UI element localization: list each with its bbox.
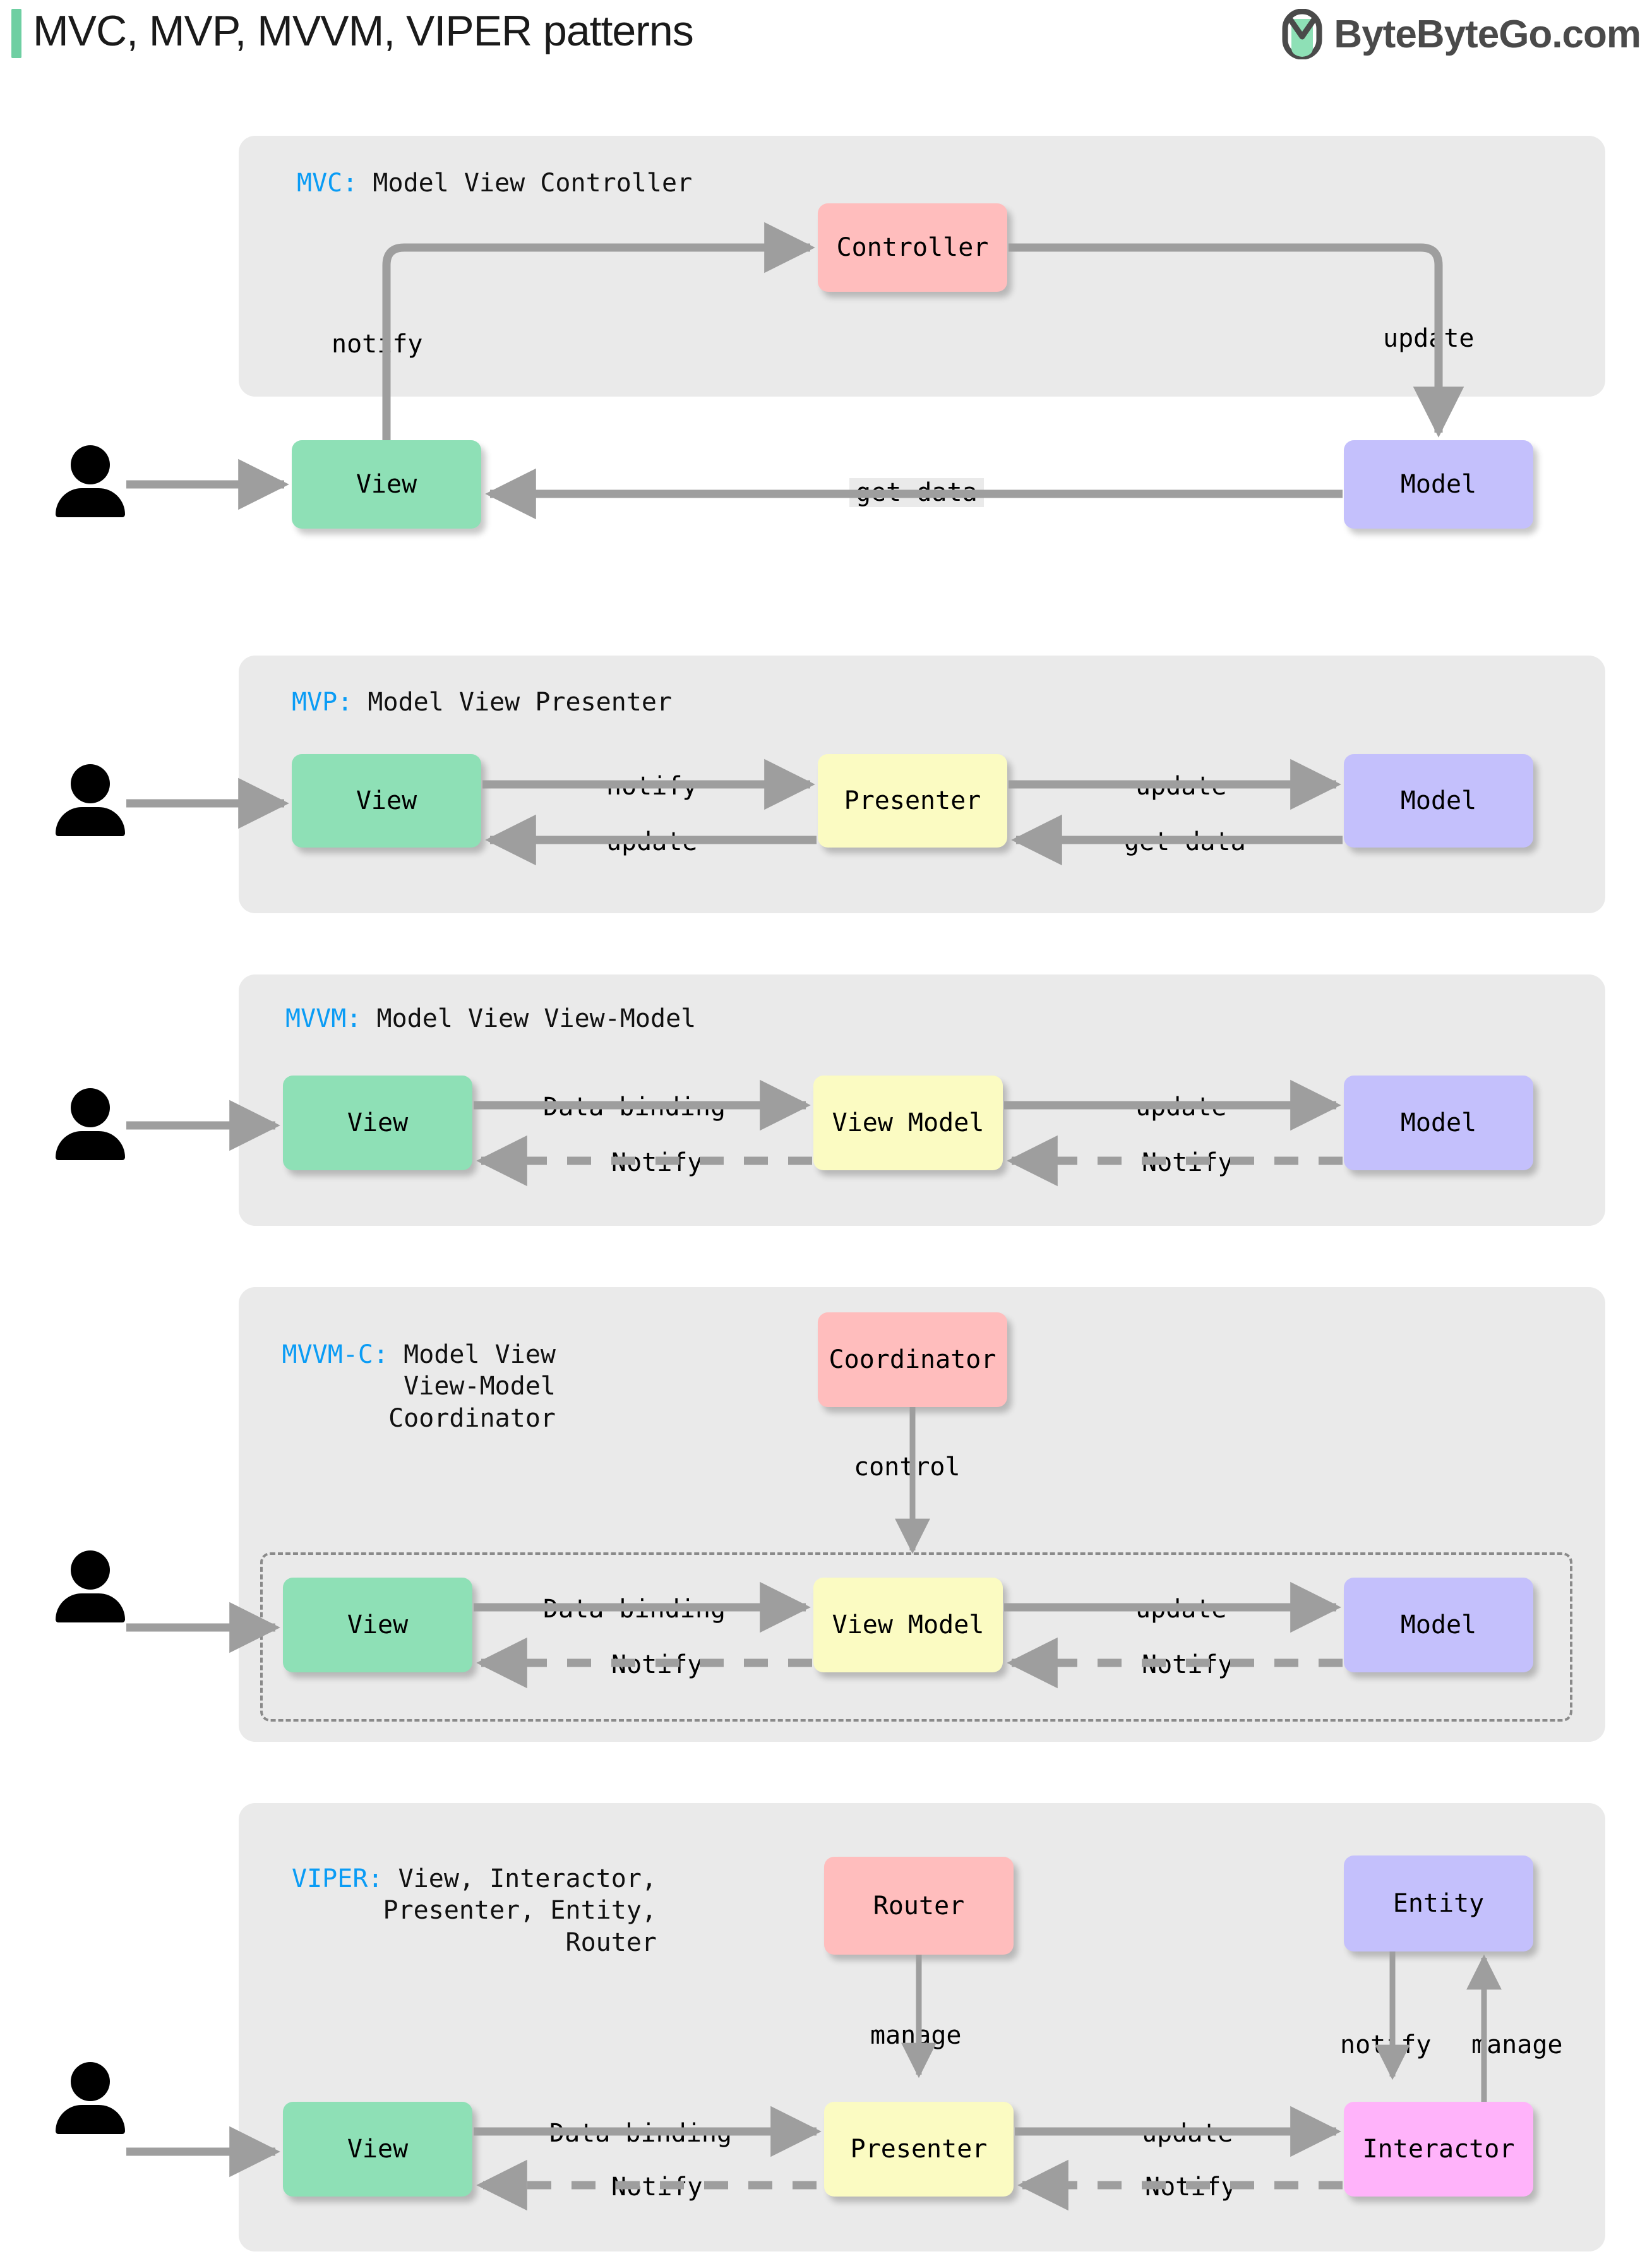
node-controller-label: Controller [836,233,989,262]
page-title: MVC, MVP, MVVM, VIPER patterns [33,7,694,55]
edge-label-mvc-update: update [1383,324,1475,353]
panel-mvp-abbr: MVP: [292,688,353,717]
user-icon-head [71,764,110,803]
edge-label-mvvm-update: update [1130,1093,1232,1122]
panel-mvvm-abbr: MVVM: [285,1004,362,1033]
panel-viper-expansion: View, Interactor, Presenter, Entity, Rou… [383,1864,657,1957]
node-mvvmc-viewmodel-label: View Model [832,1610,985,1640]
user-icon-head [71,1088,110,1127]
edge-label-viper-databinding: Data binding [544,2119,737,2148]
panel-mvvm-label: MVVM: Model View View-Model [285,1003,696,1034]
node-controller[interactable]: Controller [818,203,1007,292]
node-mvvm-view[interactable]: View [283,1076,472,1170]
node-mvvm-viewmodel-label: View Model [832,1108,985,1137]
node-viper-presenter-label: Presenter [850,2135,988,2164]
node-mvvm-view-label: View [347,1108,409,1137]
user-icon-body [56,2105,125,2134]
edge-label-viper-update: update [1137,2119,1238,2148]
node-mvc-view-label: View [356,470,417,499]
edge-label-mvvmc-control: control [854,1453,961,1482]
edge-label-viper-manage-entity: manage [1471,2030,1563,2059]
user-icon [56,1550,125,1622]
brand-name: ByteByteGo.com [1334,12,1641,56]
edge-label-viper-manage-router: manage [870,2021,962,2050]
node-interactor[interactable]: Interactor [1344,2102,1533,2197]
node-mvvm-model-label: Model [1400,1108,1477,1137]
node-router-label: Router [873,1891,965,1921]
node-mvp-presenter-label: Presenter [844,786,981,815]
user-icon-body [56,488,125,517]
node-entity[interactable]: Entity [1344,1855,1533,1951]
edge-label-mvvmc-databinding: Data binding [538,1595,731,1624]
brand-lockup: ByteByteGo.com [1282,8,1641,60]
user-icon-body [56,1593,125,1622]
user-icon [56,445,125,517]
user-icon-head [71,2062,110,2101]
edge-label-mvvmc-notify-view: Notify [606,1650,708,1679]
edge-label-viper-notify-interactor: Notify [1140,2173,1242,2202]
node-mvp-presenter[interactable]: Presenter [818,754,1007,848]
panel-mvvmc-label: MVVM-C: Model View View-Model Coordinato… [265,1339,556,1434]
node-mvp-model-label: Model [1400,786,1477,815]
title-accent-bar [11,9,21,58]
panel-mvvmc-abbr: MVVM-C: [282,1340,389,1369]
edge-label-mvp-update-view: update [601,827,703,856]
node-router[interactable]: Router [824,1857,1014,1955]
node-coordinator-label: Coordinator [829,1345,997,1374]
node-coordinator[interactable]: Coordinator [818,1312,1007,1407]
panel-mvc-abbr: MVC: [297,169,358,198]
edge-label-mvvmc-update: update [1130,1595,1232,1624]
edge-label-viper-notify-view: Notify [606,2173,708,2202]
node-viper-view-label: View [347,2135,409,2164]
panel-mvvm-expansion: Model View View-Model [376,1004,697,1033]
node-viper-view[interactable]: View [283,2102,472,2197]
panel-viper-abbr: VIPER: [292,1864,383,1893]
panel-mvp-expansion: Model View Presenter [368,688,673,717]
node-mvvm-viewmodel[interactable]: View Model [813,1076,1003,1170]
node-mvp-model[interactable]: Model [1344,754,1533,848]
node-mvvmc-viewmodel[interactable]: View Model [813,1578,1003,1672]
node-interactor-label: Interactor [1362,2135,1515,2164]
panel-mvc-label: MVC: Model View Controller [297,167,692,199]
node-mvvmc-view[interactable]: View [283,1578,472,1672]
edge-label-mvp-getdata: get data [1119,827,1251,856]
node-mvp-view-label: View [356,786,417,815]
node-mvvmc-model[interactable]: Model [1344,1578,1533,1672]
edge-label-mvvm-databinding: Data binding [538,1093,731,1122]
panel-mvvmc-expansion: Model View View-Model Coordinator [388,1340,556,1433]
panel-viper-label: VIPER: View, Interactor, Presenter, Enti… [265,1863,657,1958]
node-mvvmc-view-label: View [347,1610,409,1640]
node-viper-presenter[interactable]: Presenter [824,2102,1014,2197]
page-header: MVC, MVP, MVVM, VIPER patterns ByteByteG… [0,0,1652,69]
edge-label-mvp-update: update [1130,772,1232,801]
user-icon-body [56,807,125,836]
edge-label-viper-notify-entity: notify [1340,2030,1432,2059]
node-mvvmc-model-label: Model [1400,1610,1477,1640]
edge-label-mvc-getdata: get data [849,478,984,507]
node-mvp-view[interactable]: View [292,754,481,848]
edge-label-mvvm-notify-view: Notify [606,1148,708,1177]
panel-mvc-expansion: Model View Controller [373,169,693,198]
user-icon-head [71,445,110,484]
edge-label-mvvmc-notify-model: Notify [1137,1650,1238,1679]
edge-label-mvvm-notify-model: Notify [1137,1148,1238,1177]
node-mvc-view[interactable]: View [292,440,481,529]
user-icon-head [71,1550,110,1590]
user-icon [56,1088,125,1160]
edge-label-mvc-notify: notify [332,330,423,359]
node-mvvm-model[interactable]: Model [1344,1076,1533,1170]
node-mvc-model-label: Model [1400,470,1477,499]
node-mvc-model[interactable]: Model [1344,440,1533,529]
panel-mvp-label: MVP: Model View Presenter [292,686,672,718]
user-icon [56,764,125,836]
node-entity-label: Entity [1392,1889,1485,1918]
edge-label-mvp-notify: notify [601,772,703,801]
user-icon-body [56,1131,125,1160]
bytebytego-logo-icon [1282,8,1322,60]
user-icon [56,2062,125,2134]
